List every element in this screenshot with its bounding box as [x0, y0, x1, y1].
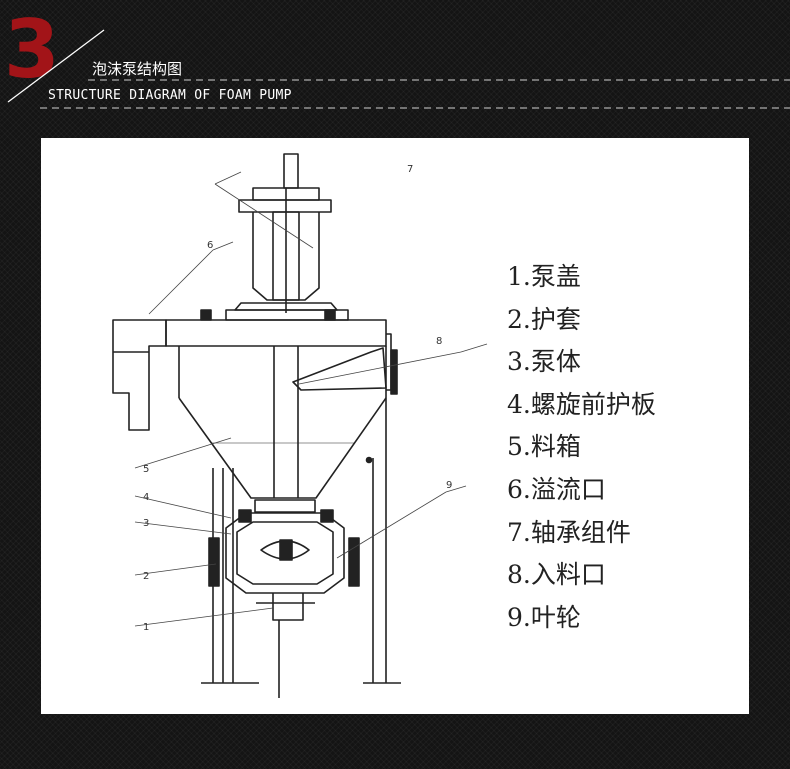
legend-item: 3.泵体: [507, 347, 581, 377]
shaft-top: [283, 153, 299, 189]
legend-item: 6.溢流口: [507, 474, 606, 504]
legend-item: 4.螺旋前护板: [507, 389, 656, 419]
callout-7: 7: [407, 164, 413, 175]
header-lines: [7, 29, 790, 109]
parts-legend: 1.泵盖 2.护套 3.泵体 4.螺旋前护板 5.料箱 6.溢流口 7.轴承组件…: [507, 256, 656, 639]
callout-5: 5: [143, 464, 149, 475]
tank-cone: [178, 397, 387, 499]
overflow-outlet: [112, 319, 167, 431]
pump-cover: [272, 593, 304, 621]
title-chinese: 泡沫泵结构图: [92, 60, 183, 78]
title-english: STRUCTURE DIAGRAM OF FOAM PUMP: [48, 88, 292, 103]
section-header: 3 泡沫泵结构图 STRUCTURE DIAGRAM OF FOAM PUMP: [0, 0, 790, 130]
callout-2: 2: [143, 571, 149, 582]
legend-item: 2.护套: [507, 304, 581, 334]
callout-3: 3: [143, 518, 149, 529]
callout-9: 9: [446, 480, 452, 491]
callout-8: 8: [436, 336, 442, 347]
pump-drawing: 1 2 3 4 5 6 7 8 9: [112, 153, 488, 698]
section-number: 3: [4, 3, 60, 96]
legend-item: 7.轴承组件: [507, 517, 631, 547]
callout-4: 4: [143, 492, 149, 503]
legend-item: 8.入料口: [507, 560, 606, 590]
callout-6: 6: [207, 240, 213, 251]
callout-1: 1: [143, 622, 149, 633]
bearing-cap: [238, 199, 332, 213]
legend-item: 9.叶轮: [507, 602, 581, 632]
impeller: [260, 540, 310, 560]
legend-item: 5.料箱: [507, 432, 581, 462]
diagram-panel: 1 2 3 4 5 6 7 8 9 1.泵盖 2.护套 3.泵体 4.螺旋前护板…: [41, 138, 749, 714]
legend-item: 1.泵盖: [507, 262, 581, 291]
